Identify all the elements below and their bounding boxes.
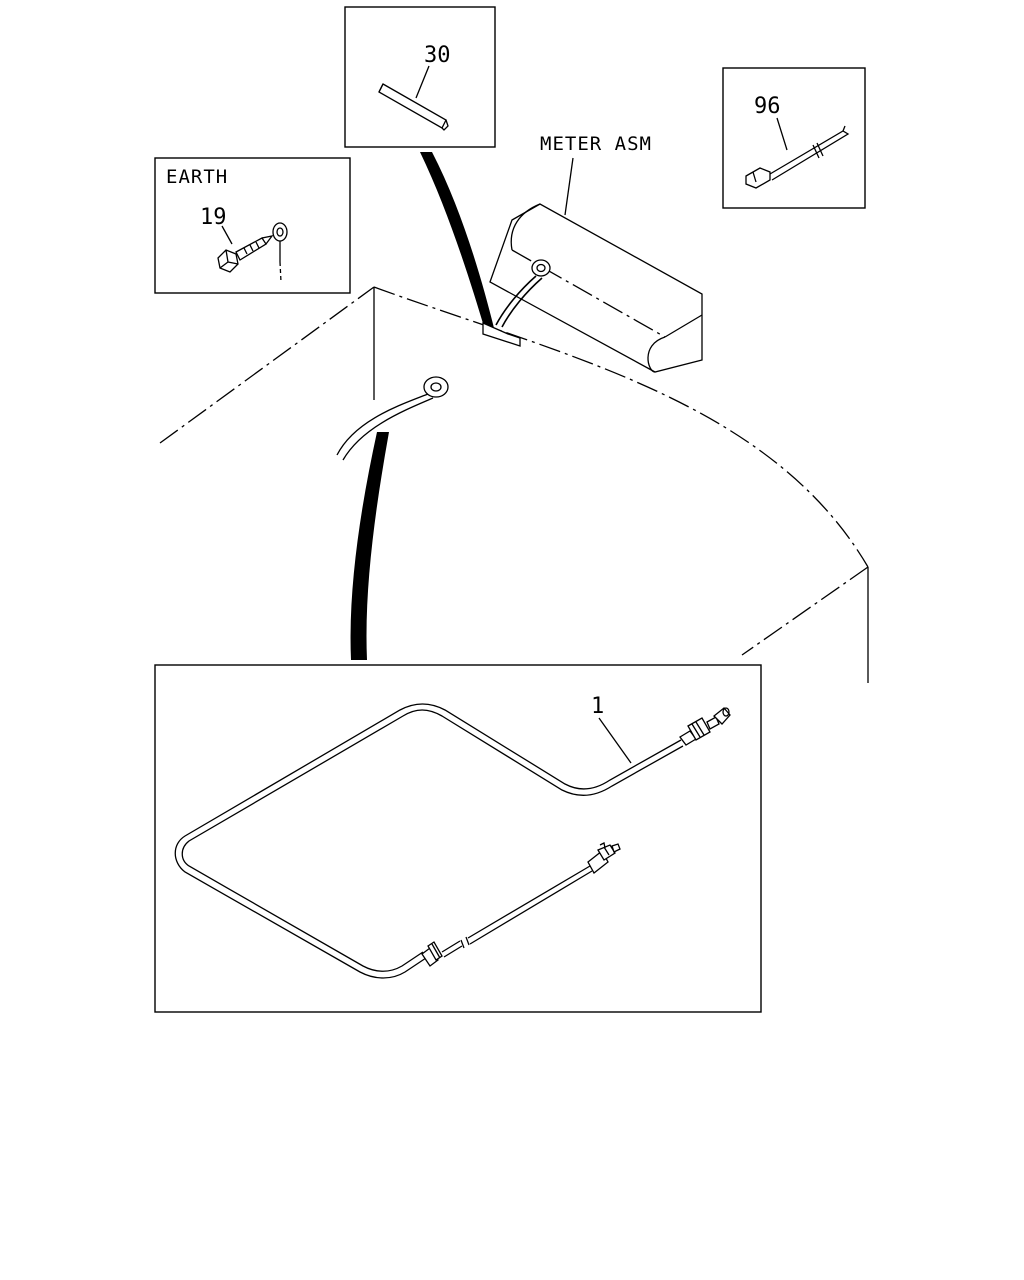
detail-box-earth: EARTH 19 [154, 157, 351, 294]
meter-assembly [482, 203, 703, 373]
cable-tie-icon [745, 125, 850, 189]
cable-nut-fitting-icon [421, 941, 443, 967]
grommet-strip-icon [378, 83, 449, 131]
callout-1: 1 [591, 694, 604, 719]
dashboard-outline [159, 286, 869, 683]
leader-to-cable-box [350, 432, 389, 660]
meter-asm-leader-line [564, 157, 574, 216]
meter-asm-label: METER ASM [540, 133, 652, 155]
meter-end-fitting-icon [679, 707, 731, 746]
callout-19: 19 [200, 205, 227, 230]
panel-grommet [336, 376, 449, 461]
earth-label: EARTH [166, 166, 228, 188]
callout-96: 96 [754, 94, 781, 119]
callout-30: 30 [424, 43, 451, 68]
screw-bolt-icon [217, 235, 274, 273]
transmission-end-fitting-icon [587, 842, 621, 874]
speedometer-cable [174, 703, 731, 979]
leader-to-grommet-box [420, 152, 494, 330]
detail-box-part-30: 30 [344, 6, 496, 148]
detail-box-part-96: 96 [722, 67, 866, 209]
detail-box-part-1: 1 [154, 664, 762, 1013]
ground-terminal-icon [272, 222, 288, 283]
